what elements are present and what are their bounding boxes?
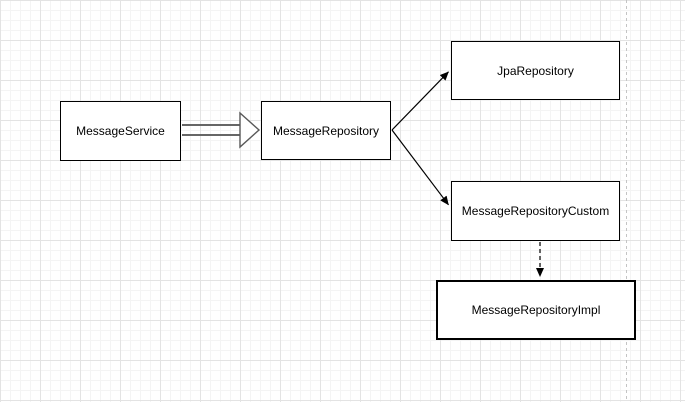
node-message-service-label: MessageService <box>76 124 165 138</box>
edge-repository-to-jparepository[interactable] <box>391 71 449 131</box>
node-message-service[interactable]: MessageService <box>60 101 181 161</box>
edge-service-to-repository[interactable] <box>182 111 261 149</box>
node-jpa-repository-label: JpaRepository <box>497 63 574 78</box>
node-message-repository-label: MessageRepository <box>272 123 380 138</box>
node-message-repository[interactable]: MessageRepository <box>261 101 391 160</box>
node-message-repository-custom[interactable]: MessageRepositoryCustom <box>451 181 620 241</box>
node-jpa-repository[interactable]: JpaRepository <box>451 41 620 100</box>
node-message-repository-impl-label: MessageRepositoryImpl <box>471 303 601 317</box>
node-message-repository-impl[interactable]: MessageRepositoryImpl <box>436 280 636 340</box>
node-message-repository-custom-label: MessageRepositoryCustom <box>461 204 610 218</box>
edge-repository-to-repositorycustom[interactable] <box>391 129 449 206</box>
